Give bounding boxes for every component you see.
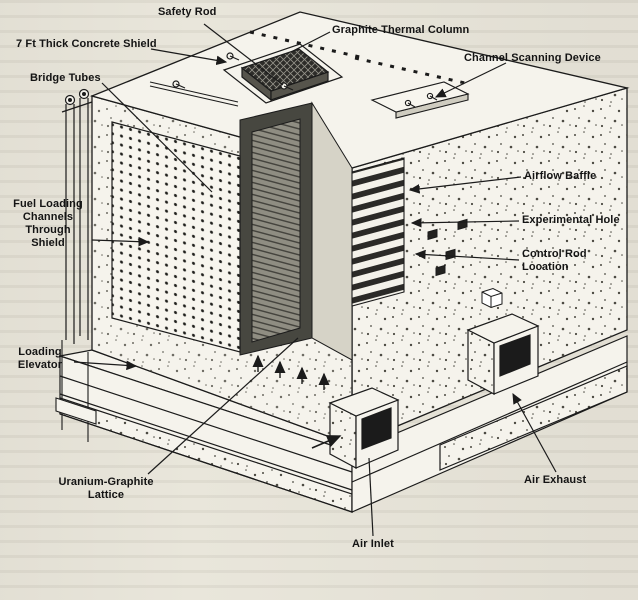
leader-experimental-hole xyxy=(410,218,520,228)
label-loading-elevator: Loading Elevator xyxy=(17,346,63,371)
loading-elevator-drawing xyxy=(55,340,97,442)
leader-airflow-baffle xyxy=(408,176,522,194)
label-concrete-shield: 7 Ft Thick Concrete Shield xyxy=(16,38,157,50)
experimental-holes xyxy=(427,218,503,309)
leader-lines xyxy=(73,23,557,537)
airflow-arrows xyxy=(252,354,330,390)
label-air-exhaust: Air Exhaust xyxy=(524,474,587,486)
label-channel-scanning-device: Channel Scanning Device xyxy=(464,52,601,64)
leader-safety-rod xyxy=(203,23,284,86)
label-safety-rod: Safety Rod xyxy=(158,6,217,18)
thermal-column xyxy=(222,43,344,104)
leader-concrete-shield xyxy=(150,48,228,66)
air-ducts xyxy=(311,313,540,470)
label-control-rod-location: Control Rod Location xyxy=(522,248,587,273)
base-structure xyxy=(59,335,628,513)
bridge-tubes-drawing xyxy=(61,88,93,344)
leader-loading-elevator xyxy=(73,360,138,371)
leader-control-rod-location xyxy=(414,249,520,261)
air-exhaust-duct xyxy=(466,313,540,396)
leader-channel-scanning-device xyxy=(434,62,507,98)
leader-bridge-tubes xyxy=(101,82,213,193)
label-airflow-baffle: Airflow Baffle xyxy=(524,170,597,182)
label-uranium-graphite-lattice: Uranium-Graphite Lattice xyxy=(58,476,154,501)
label-experimental-hole: Experimental Hole xyxy=(522,214,620,226)
leader-air-exhaust xyxy=(512,392,557,473)
uranium-graphite-lattice-drawing xyxy=(251,118,301,343)
airflow-baffle-slats xyxy=(351,157,405,307)
leader-fuel-loading-channels xyxy=(91,236,150,247)
leader-thermal-column xyxy=(290,31,331,53)
label-air-inlet: Air Inlet xyxy=(352,538,394,550)
label-graphite-thermal-column: Graphite Thermal Column xyxy=(332,24,470,36)
label-fuel-loading-channels: Fuel Loading Channels Through Shield xyxy=(13,198,83,249)
label-bridge-tubes: Bridge Tubes xyxy=(30,72,101,84)
leader-air-inlet xyxy=(368,457,374,537)
fuel-channel-panel xyxy=(111,121,241,353)
leader-uranium-graphite-lattice xyxy=(147,337,299,475)
reactor-cavity xyxy=(239,101,353,390)
air-inlet-duct xyxy=(311,387,400,470)
